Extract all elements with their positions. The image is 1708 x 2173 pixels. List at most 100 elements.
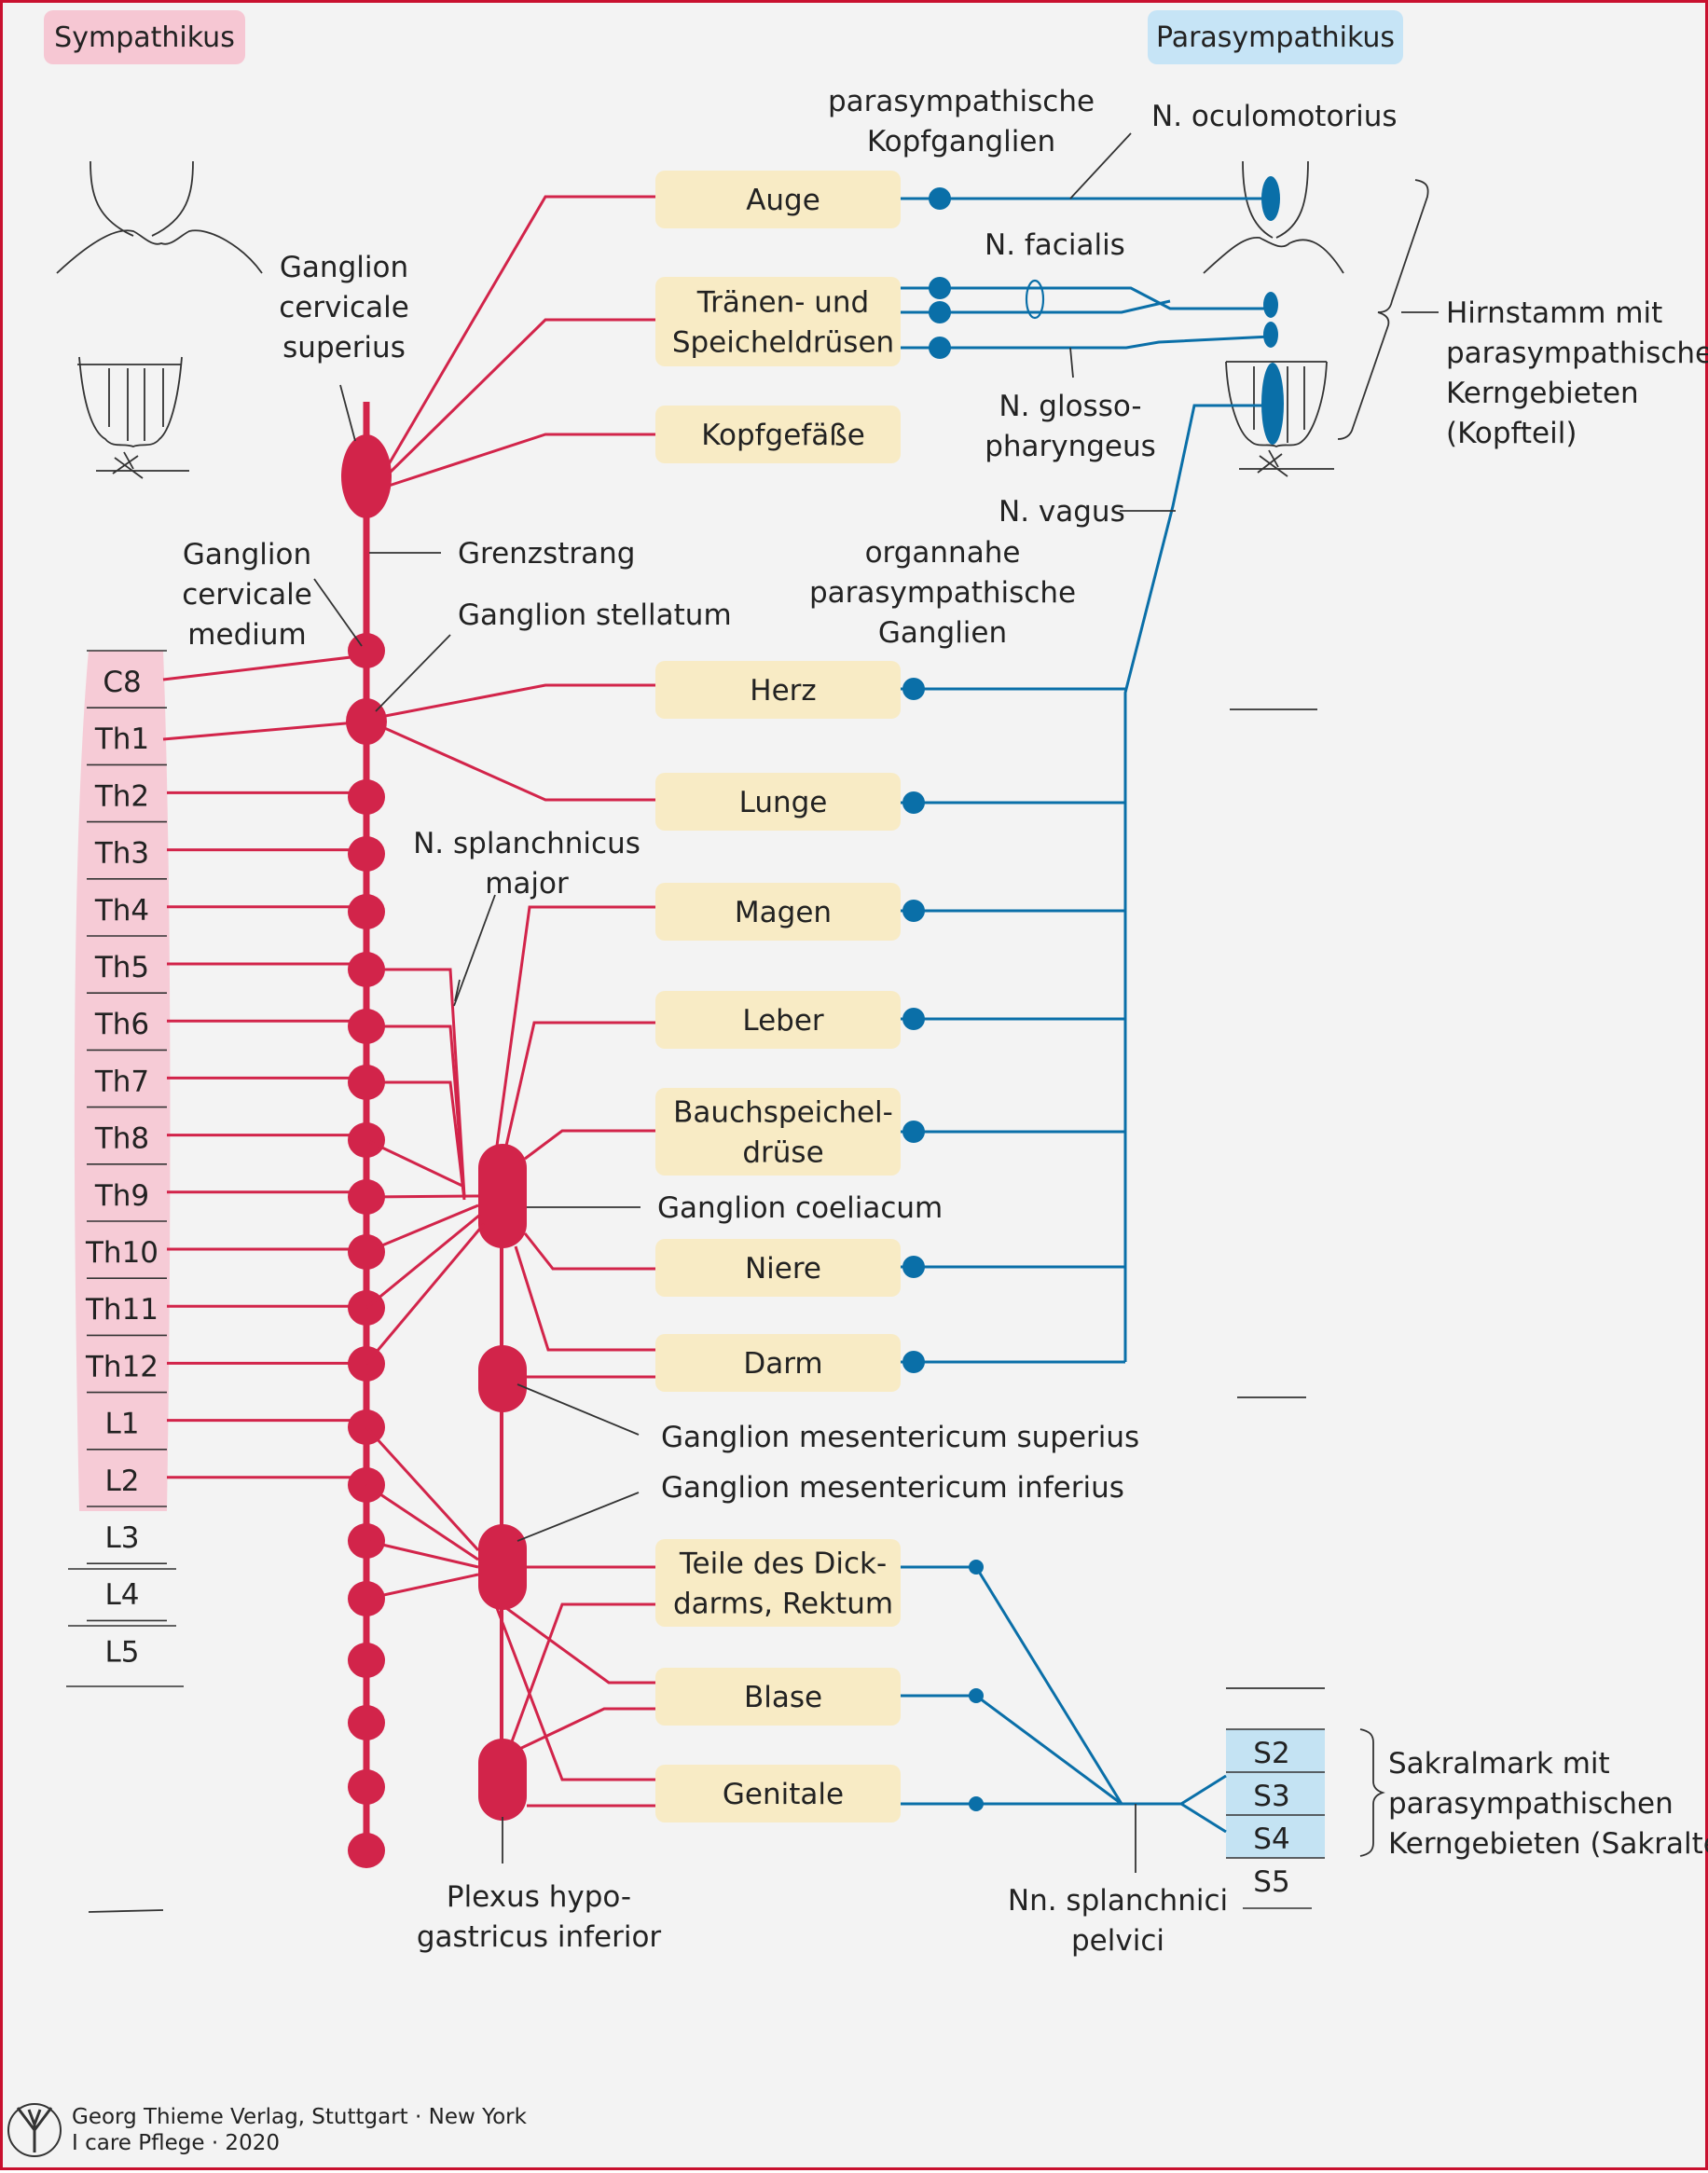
organ-box-auge: [655, 171, 901, 228]
trunk-ganglion: [348, 1833, 385, 1868]
organ-label-auge: Auge: [746, 184, 820, 217]
organnahe-ganglion-dot: [902, 678, 925, 700]
ganglion-superius-label-line-1: Ganglion: [280, 251, 408, 284]
organ-label-herz: Herz: [750, 674, 816, 708]
trunk-ganglion: [348, 894, 385, 929]
plexus-label-line-1: Plexus hypo-: [447, 1880, 631, 1914]
nn-splanchnici-label-line-1: Nn. splanchnici: [1008, 1884, 1228, 1918]
hirnstamm-label-line-1: Hirnstamm mit: [1446, 296, 1662, 330]
organ-box-niere: [655, 1239, 901, 1297]
kopfganglien-label-line-1: parasympathische: [828, 85, 1095, 118]
separator-ticks: [88, 708, 1325, 1913]
glossopharyngeus-label-line-1: N. glosso-: [999, 390, 1141, 423]
spinal-cord-sympathetic-part: [74, 651, 171, 1511]
sakralmark-brace: [1359, 1728, 1385, 1857]
vagus-label-line-1: N. vagus: [999, 495, 1125, 529]
organ-box-genitale: [655, 1765, 901, 1822]
organ-label-traenen: Tränen- und: [696, 286, 870, 320]
ganglion-coeliacum: [478, 1144, 527, 1248]
spinal-segment-th4: Th4: [94, 894, 149, 928]
glossopharyngeus-label-line-2: pharyngeus: [985, 430, 1156, 463]
sakralmark-label-line-1: Sakralmark mit: [1388, 1747, 1610, 1781]
organnahe-ganglion-dot: [902, 1121, 925, 1143]
mes-inferius-label-line-1: Ganglion mesentericum inferius: [661, 1471, 1124, 1505]
trunk-ganglion: [348, 1643, 385, 1678]
organ-label-dickdarm: Teile des Dick-: [679, 1547, 887, 1581]
hirnstamm-brace: [1337, 179, 1429, 440]
facialis-label-line-1: N. facialis: [985, 228, 1125, 262]
organ-label-darm: Darm: [743, 1347, 822, 1381]
organ-box-leber: [655, 991, 901, 1049]
splanchnicus-major-label-line-2: major: [485, 867, 569, 901]
organ-label-lunge: Lunge: [739, 786, 828, 819]
splanchnicus-major-label-line-1: N. splanchnicus: [413, 827, 640, 860]
organ-label-magen: Magen: [735, 896, 832, 929]
plexus-hypogastricus-inferior: [478, 1739, 527, 1821]
parasympathikus-header: Parasympathikus: [1156, 21, 1395, 54]
organnahe-ganglion-dot: [929, 301, 951, 323]
ganglion-mesentericum-inferius: [478, 1524, 527, 1610]
autonomic-nervous-system-diagram: Sympathikus Parasympathikus C8Th1Th2Th3T…: [7, 10, 1708, 2157]
spinal-segment-th8: Th8: [94, 1122, 149, 1156]
organ-label-dickdarm: darms, Rektum: [673, 1588, 893, 1621]
spinal-segment-th1: Th1: [94, 722, 149, 756]
organ-label-blase: Blase: [744, 1681, 822, 1714]
sympathikus-header: Sympathikus: [54, 21, 235, 54]
organnahe-label-line-3: Ganglien: [878, 616, 1007, 650]
organnahe-ganglion-dot: [929, 187, 951, 210]
spinal-segment-th3: Th3: [94, 837, 149, 871]
parasympathetic-nuclei: [1025, 176, 1284, 445]
organnahe-ganglion-dot: [902, 791, 925, 814]
spinal-segment-th11: Th11: [85, 1293, 158, 1327]
organnahe-label-line-2: parasympathische: [809, 576, 1076, 610]
brainstem-sketch-right: [1203, 160, 1344, 477]
organ-box-magen: [655, 883, 901, 941]
pelvic-ganglion-dot: [969, 1796, 984, 1811]
ganglion-superius-label-line-3: superius: [282, 331, 406, 364]
ganglion-cervicale-superius: [341, 434, 392, 518]
sacral-segment-s2: S2: [1253, 1737, 1289, 1770]
footer-publisher: Georg Thieme Verlag, Stuttgart · New Yor…: [72, 2105, 528, 2129]
organnahe-ganglion-dot: [929, 277, 951, 299]
stellatum-label-line-1: Ganglion stellatum: [458, 598, 732, 632]
footer-book: I care Pflege · 2020: [72, 2131, 280, 2155]
organ-box-dickdarm: [655, 1539, 901, 1627]
spinal-segment-th5: Th5: [94, 951, 149, 984]
ganglion-superius-label-line-2: cervicale: [279, 291, 409, 324]
trunk-ganglion: [348, 836, 385, 872]
nn-splanchnici-label-line-2: pelvici: [1071, 1924, 1164, 1958]
ganglion-medium-label-line-1: Ganglion: [183, 538, 311, 571]
organ-label-kopfgefaesse: Kopfgefäße: [701, 419, 865, 452]
spinal-segment-l4: L4: [105, 1578, 140, 1612]
brainstem-sketch-left: [56, 160, 263, 479]
organnahe-ganglion-dot: [929, 337, 951, 359]
pelvic-ganglion-dot: [969, 1560, 984, 1575]
spinal-segment-c8: C8: [103, 666, 141, 699]
ganglion-cervicale-medium: [348, 633, 385, 668]
organnahe-ganglion-dot: [902, 1008, 925, 1030]
label-leaders: [313, 132, 1176, 1873]
ganglion-mesentericum-superius: [478, 1345, 527, 1412]
spinal-segment-l5: L5: [105, 1635, 140, 1669]
organ-box-lunge: [655, 773, 901, 831]
plexus-label-line-2: gastricus inferior: [417, 1920, 662, 1954]
spinal-segment-l1: L1: [105, 1408, 140, 1441]
spinal-segment-th6: Th6: [94, 1008, 149, 1041]
sakralmark-label-line-2: parasympathischen: [1388, 1787, 1674, 1821]
parasympathetic-ganglia-dots: [902, 187, 984, 1811]
ganglion-medium-label-line-3: medium: [187, 618, 306, 652]
sacral-segment-s3: S3: [1253, 1780, 1289, 1813]
organ-box-traenen: [655, 277, 901, 366]
organ-box-bauchspeichel: [655, 1088, 901, 1176]
organ-label-bauchspeichel: drüse: [742, 1136, 823, 1170]
spinal-segment-th7: Th7: [94, 1065, 149, 1098]
organ-box-darm: [655, 1334, 901, 1392]
organ-label-traenen: Speicheldrüsen: [672, 326, 894, 360]
sympathikus-header-badge: [44, 10, 245, 64]
spinal-segments: C8Th1Th2Th3Th4Th5Th6Th7Th8Th9Th10Th11Th1…: [66, 650, 184, 1687]
publisher-logo-tree-icon: [7, 2103, 62, 2157]
sympathetic-fibers: [162, 195, 655, 1808]
